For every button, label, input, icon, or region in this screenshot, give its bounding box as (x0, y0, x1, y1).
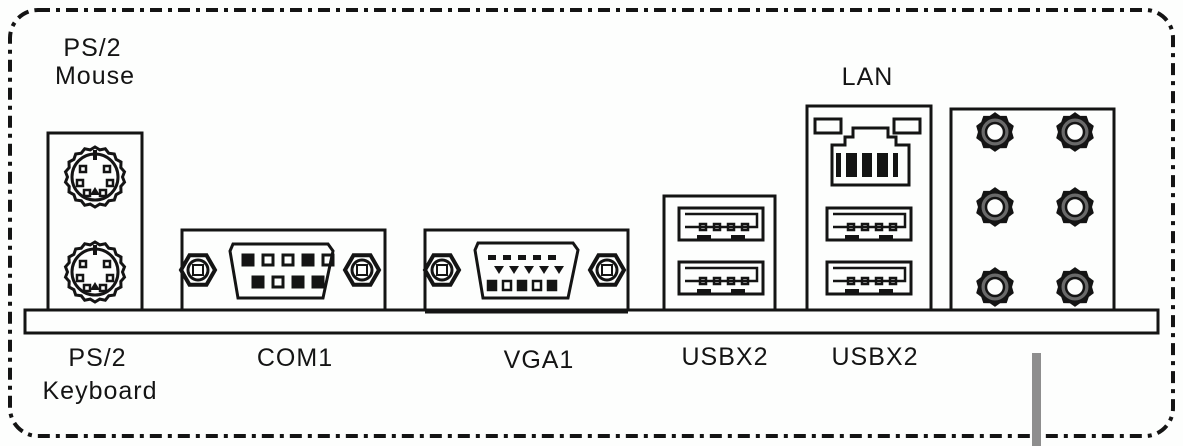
ps2-pin (105, 273, 115, 283)
com1-pin (281, 253, 295, 267)
usb-port (825, 206, 913, 242)
audio-jack (976, 112, 1014, 152)
vga1-pin (533, 255, 541, 260)
com1-pin (271, 275, 285, 289)
usb-pin (846, 276, 856, 286)
vga1-port (422, 228, 630, 314)
usb-pin (712, 276, 722, 286)
lan-usb-stack (805, 104, 933, 312)
ps2-pin (82, 283, 92, 293)
lan-led-right (892, 117, 922, 135)
vga1-pin (509, 266, 519, 274)
com1-pin (251, 275, 265, 289)
ps2-keyboard-label-line1: PS/2 (68, 344, 127, 372)
vga1-pin (548, 255, 556, 260)
com1-pin (311, 275, 325, 289)
ps2-keyboard-label-line2: Keyboard (42, 377, 158, 405)
vga1-pin (503, 255, 511, 260)
com1-pin (291, 275, 305, 289)
ps2-pin (105, 178, 115, 188)
audio-jack (976, 267, 1014, 307)
rj45-jack (830, 126, 911, 187)
usb-pin (860, 222, 870, 232)
usb-port (677, 206, 765, 242)
hex-screw (587, 253, 627, 287)
vga1-pin (488, 255, 496, 260)
pointer-line (1032, 353, 1041, 446)
com1-pins (241, 253, 335, 289)
ps2-pin (102, 164, 112, 174)
ps2-mouse-label-line2: Mouse (54, 62, 136, 90)
com1-port (178, 228, 387, 312)
usb-port (677, 260, 765, 296)
ps2-pin (78, 259, 88, 269)
ps2-pin (75, 273, 85, 283)
ps2-bracket (46, 131, 144, 312)
com1-pin (261, 253, 275, 267)
audio-jack (1056, 267, 1094, 307)
vga1-pins (486, 255, 564, 292)
ps2-key (93, 150, 97, 160)
com1-pin (321, 253, 335, 267)
hex-screw (342, 253, 382, 287)
vga1-label: VGA1 (503, 346, 575, 374)
ps2-pin (75, 178, 85, 188)
hex-screw (178, 253, 218, 287)
vga1-pin (516, 279, 528, 292)
usb-pin (698, 276, 708, 286)
ps2-mouse-label-line1: PS/2 (63, 34, 122, 62)
ps2-mouse-port (63, 145, 127, 209)
usb-pin (888, 276, 898, 286)
usb-pin (888, 222, 898, 232)
usb-stack-2-label: USBX2 (831, 343, 919, 371)
audio-jack (1056, 112, 1094, 152)
ps2-pin (78, 164, 88, 174)
usb-pin (712, 222, 722, 232)
com1-pin (301, 253, 315, 267)
usb-pin (726, 276, 736, 286)
lan-label: LAN (841, 63, 894, 91)
ps2-pin (98, 188, 108, 198)
audio-jack-block (949, 107, 1116, 312)
usb-pin (860, 276, 870, 286)
usb-pin (874, 276, 884, 286)
usb-pin (846, 222, 856, 232)
vga1-pin (546, 279, 558, 292)
usb-pin (740, 222, 750, 232)
vga1-pin (539, 266, 549, 274)
usb-stack-1 (662, 194, 777, 312)
hex-screw (422, 253, 462, 287)
vga1-pin (501, 279, 513, 292)
vga1-pin (518, 255, 526, 260)
usb-port (825, 260, 913, 296)
vga1-pin (486, 279, 498, 292)
ps2-key (93, 245, 97, 255)
ps2-pin (82, 188, 92, 198)
usb-stack-1-label: USBX2 (681, 343, 769, 371)
vga1-pin (531, 279, 543, 292)
ps2-pin (98, 283, 108, 293)
vga1-pin (494, 266, 504, 274)
audio-jack (976, 187, 1014, 227)
audio-jack (1056, 187, 1094, 227)
usb-pin (874, 222, 884, 232)
usb-pin (726, 222, 736, 232)
ps2-pin (102, 259, 112, 269)
usb-pin (740, 276, 750, 286)
com1-label: COM1 (256, 344, 334, 372)
panel-outline-dashed (8, 8, 1175, 438)
lan-led-left (813, 117, 843, 135)
ps2-keyboard-port (63, 240, 127, 304)
usb-pin (698, 222, 708, 232)
com1-pin (241, 253, 255, 267)
vga1-pin (524, 266, 534, 274)
vga1-pin (554, 266, 564, 274)
